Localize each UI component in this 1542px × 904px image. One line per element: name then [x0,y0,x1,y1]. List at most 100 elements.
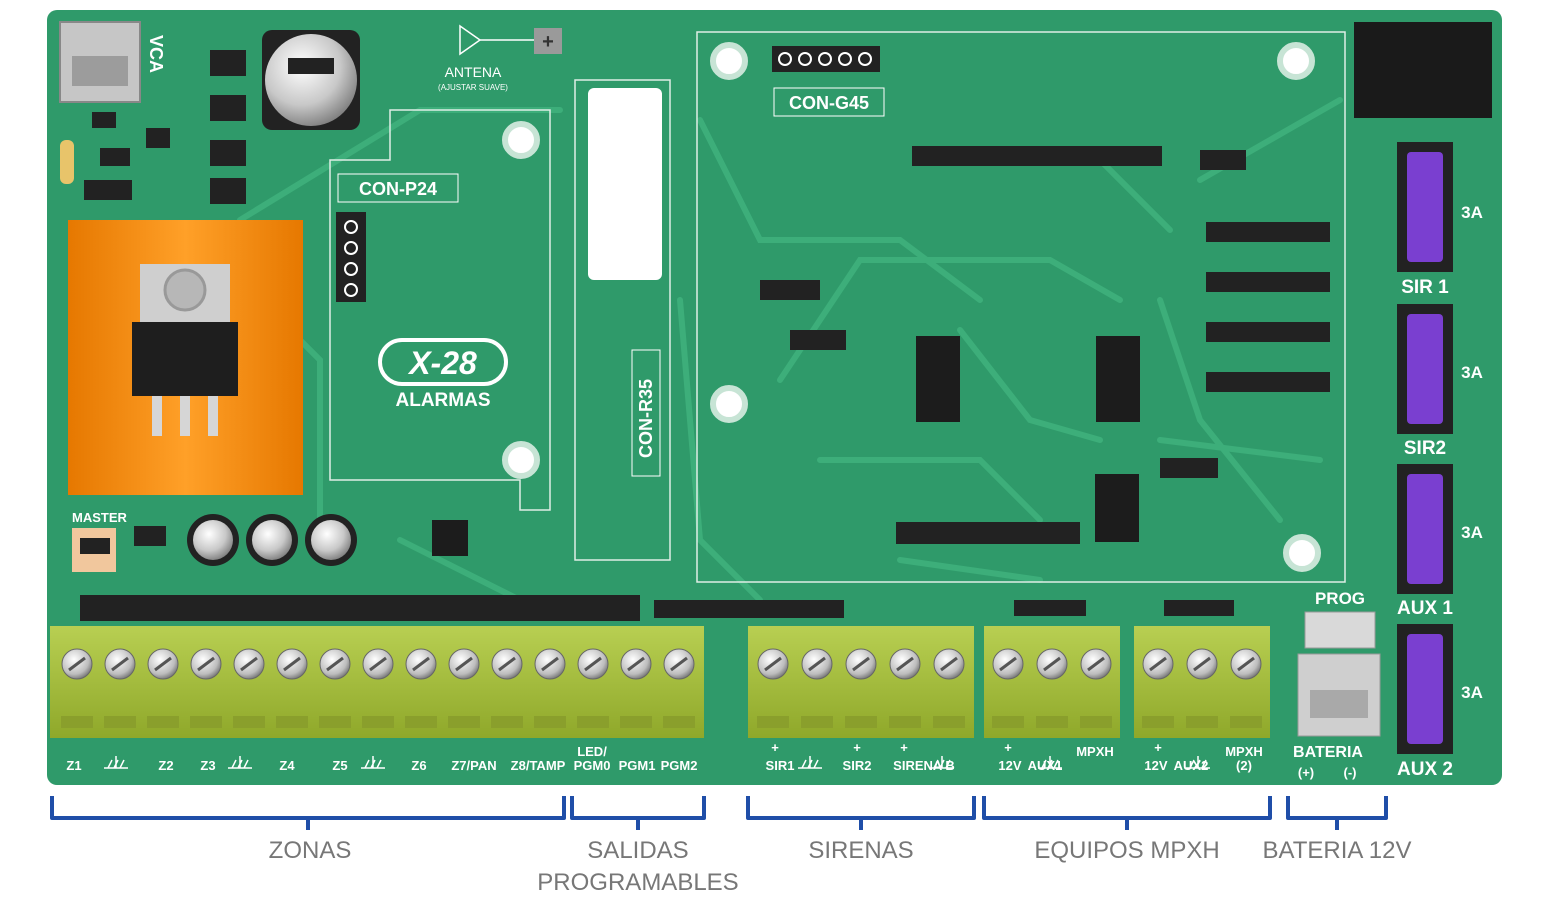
fuse-aux2-rating: 3A [1461,683,1483,702]
label-12v-aux1: 12V [998,758,1021,773]
antenna-label: ANTENA [445,64,502,80]
terminal-slot [933,716,965,728]
backup-cell-mark [288,58,334,74]
screw-slot [283,656,301,672]
label-z6: Z6 [411,758,426,773]
label-bat-pos: (+) [1298,765,1314,780]
group-salidas-line2: PROGRAMABLES [537,869,738,896]
screw-slot [197,656,215,672]
master-jumper-cap [80,538,110,554]
con-p24-label: CON-P24 [359,179,437,199]
label-z5: Z5 [332,758,347,773]
label-z1: Z1 [66,758,81,773]
daughter-board-outline-left [329,109,551,511]
label-z7pan: Z7/PAN [451,758,496,773]
master-label: MASTER [72,510,128,525]
screw-slot [1237,656,1255,672]
label-z3: Z3 [200,758,215,773]
regulator-pins [152,396,218,436]
terminal-slot [319,716,351,728]
resistor [60,140,74,184]
terminal-slot [147,716,179,728]
vca-connector-inner [72,56,128,86]
screw-slot [455,656,473,672]
con-r35-label: CON-R35 [636,379,656,458]
terminal-screws [61,648,1262,728]
fuse-aux1-label: AUX 1 [1397,598,1453,619]
label-pgm1: PGM1 [619,758,656,773]
ic-chip-right [1096,336,1140,422]
screw-slot [852,656,870,672]
bracket-equipos [982,796,1272,830]
prog-label: PROG [1315,589,1365,608]
ic-small [432,520,468,556]
screw-slot [896,656,914,672]
label-aux1: AUX1 [1028,758,1063,773]
con-p24-header [336,212,366,302]
terminal-slot [801,716,833,728]
vca-label: VCA [146,35,166,73]
group-labels: ZONAS SALIDAS PROGRAMABLES SIRENAS EQUIP… [269,837,1412,896]
r35-outline [574,79,671,561]
terminal-slot [233,716,265,728]
con-r35-label-box [631,349,661,477]
terminal-slot [405,716,437,728]
screw-slot [1149,656,1167,672]
label-plus-sirena-b: + [900,740,908,755]
terminal-slot [577,716,609,728]
bracket-zonas [50,796,566,830]
terminal-slot [1230,716,1262,728]
smd-components-left [84,50,246,204]
ground-icon [104,756,128,769]
ground-icon [1186,756,1210,769]
regulator-screw [163,268,207,312]
screw-slot [412,656,430,672]
ground-icon [798,756,822,769]
label-12v-aux2: 12V [1144,758,1167,773]
con-g45-label-box [773,87,885,117]
terminal-slot [1036,716,1068,728]
con-g45-label: CON-G45 [789,93,869,113]
terminal-slot [845,716,877,728]
screw-slot [670,656,688,672]
screw-slot [1193,656,1211,672]
screw-slot [240,656,258,672]
label-sirena-b: SIRENA B [893,758,955,773]
brand-logo: X-28 [407,345,477,381]
dc-jack [1354,22,1492,118]
screw-slot [541,656,559,672]
ground-icon [361,756,385,769]
con-g45-header [772,46,880,72]
screw-slot [369,656,387,672]
terminal-slot [190,716,222,728]
label-plus-aux2: + [1154,740,1162,755]
terminal-slot [104,716,136,728]
screw-slot [999,656,1017,672]
bracket-bateria [1286,796,1388,830]
terminal-slot [992,716,1024,728]
screw-slot [326,656,344,672]
screw-slot [584,656,602,672]
brand-logo-frame [378,338,508,386]
screw-slot [154,656,172,672]
pcb-board [47,10,1502,785]
screw-slot [1087,656,1105,672]
terminal-slot [620,716,652,728]
mounting-holes [502,42,1321,572]
battery-connector-inner [1310,690,1368,718]
group-bateria: BATERIA 12V [1263,837,1412,864]
fuse-aux1-rating: 3A [1461,523,1483,542]
con-p24-pins [344,220,358,297]
voltage-regulator [132,322,238,396]
brand-name: ALARMAS [396,390,491,411]
screw-slot [627,656,645,672]
label-plus-sir1: + [771,740,779,755]
fuse-aux2-label: AUX 2 [1397,759,1453,780]
antenna-icon [459,24,482,56]
terminal-slot [491,716,523,728]
prog-header[interactable] [1304,611,1376,649]
label-sir2: SIR2 [843,758,872,773]
label-z4: Z4 [279,758,295,773]
bracket-salidas [570,796,706,830]
label-mpxh: MPXH [1076,744,1114,759]
